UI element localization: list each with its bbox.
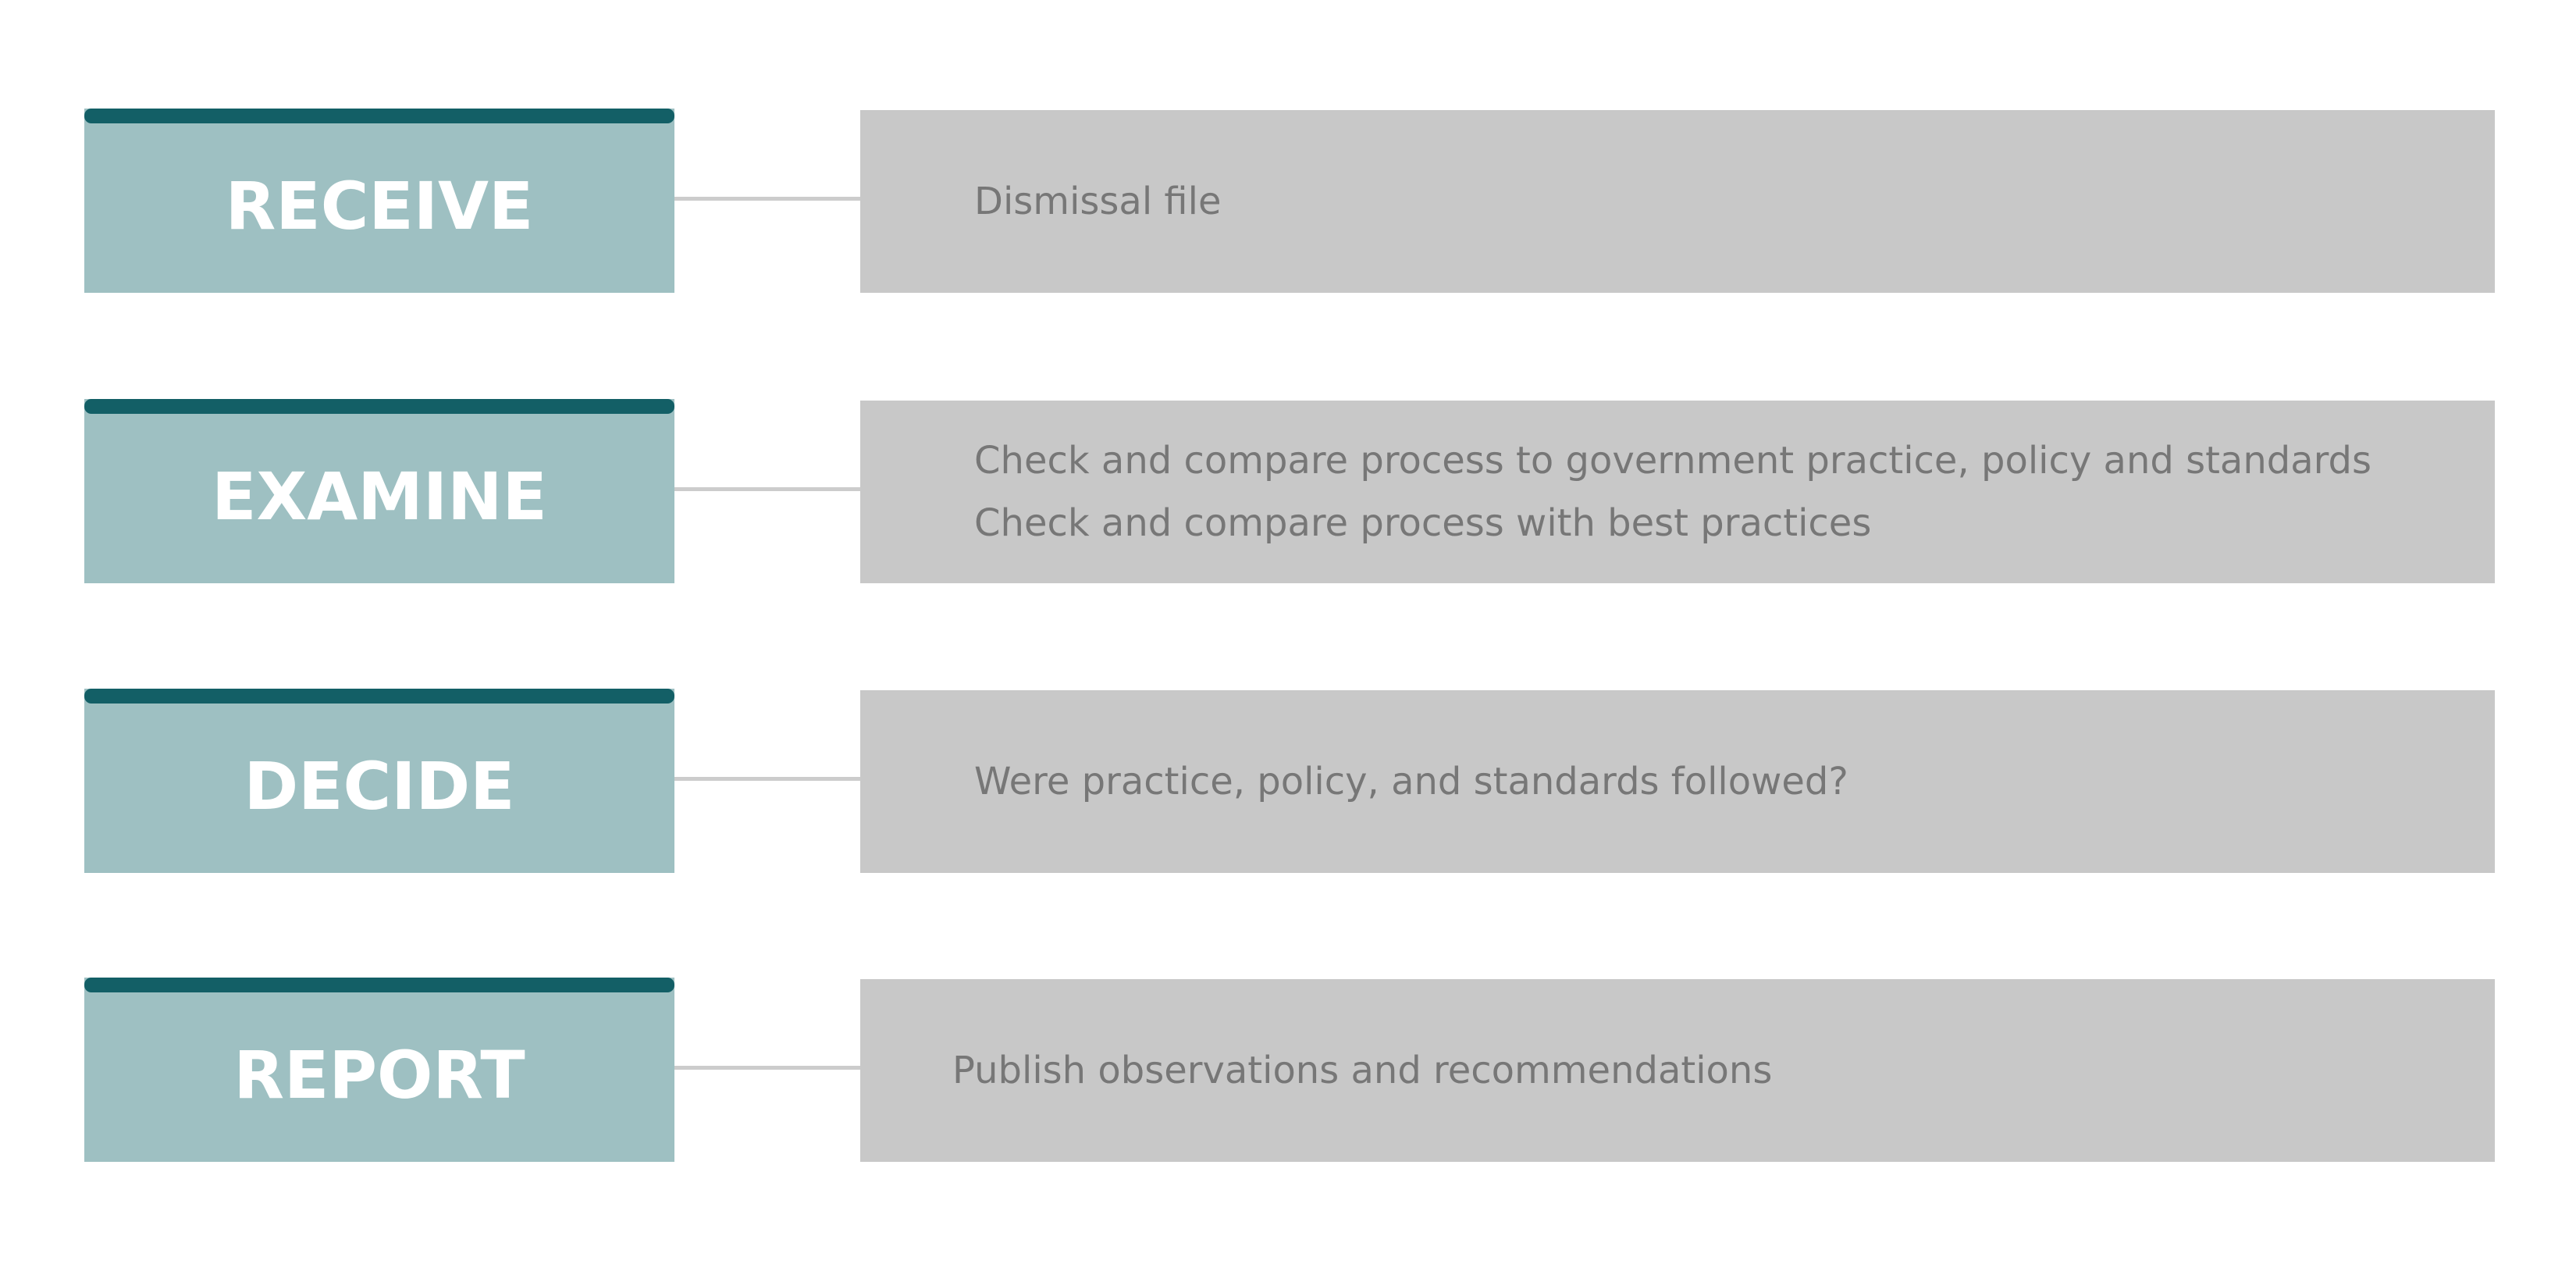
step-description-decide: Were practice, policy, and standards fol… [860,690,2495,873]
step-description-examine: Check and compare process to government … [860,401,2495,583]
step-box-decide: DECIDE [84,689,674,873]
step-label: EXAMINE [212,458,547,535]
step-row-receive: RECEIVE Dismissal file [84,109,2495,293]
connector-line [674,197,862,201]
description-line: Publish observations and recommendations [952,1049,1773,1092]
step-box-report: REPORT [84,978,674,1162]
step-label: RECEIVE [225,168,534,244]
step-accent-bar [84,978,674,992]
connector-line [674,487,862,491]
step-label: REPORT [233,1037,525,1113]
step-description-receive: Dismissal file [860,110,2495,293]
step-accent-bar [84,689,674,704]
step-accent-bar [84,399,674,414]
step-accent-bar [84,109,674,123]
description-line: Check and compare process to government … [974,439,2372,483]
step-row-examine: EXAMINE Check and compare process to gov… [84,399,2495,583]
description-line: Were practice, policy, and standards fol… [974,760,1848,803]
connector-line [674,1066,862,1070]
description-line: Dismissal file [974,180,1222,223]
step-row-report: REPORT Publish observations and recommen… [84,978,2495,1162]
step-box-receive: RECEIVE [84,109,674,293]
step-description-report: Publish observations and recommendations [860,979,2495,1162]
connector-line [674,777,862,781]
step-box-examine: EXAMINE [84,399,674,583]
step-label: DECIDE [244,748,515,825]
description-line: Check and compare process with best prac… [974,501,1872,545]
step-row-decide: DECIDE Were practice, policy, and standa… [84,689,2495,873]
